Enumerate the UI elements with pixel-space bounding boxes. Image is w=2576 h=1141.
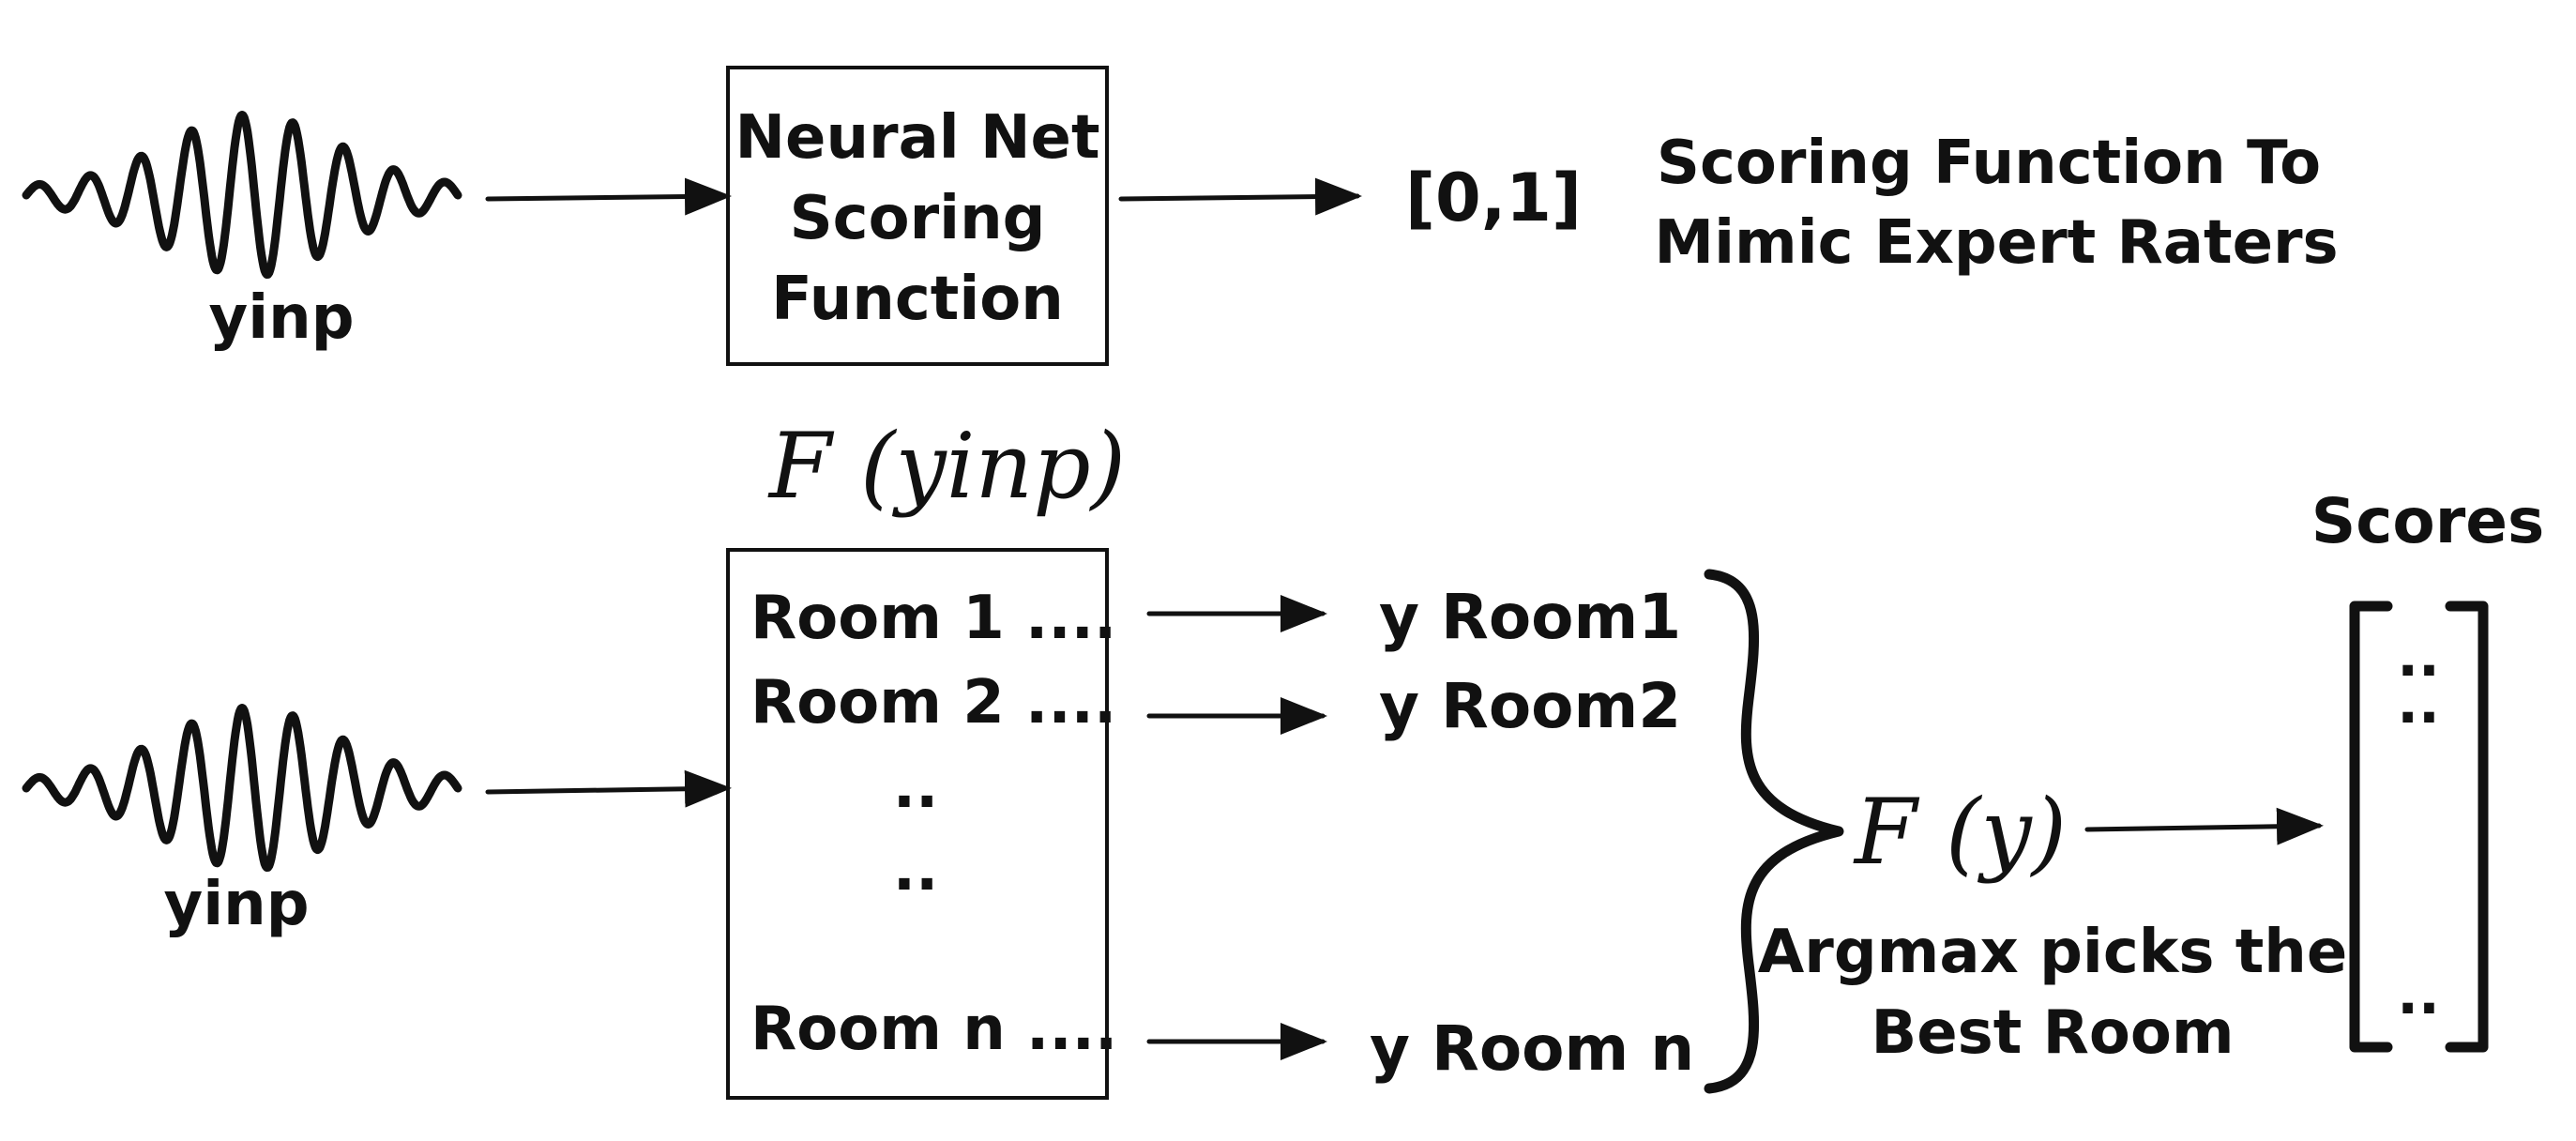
function-label-bottom: F (y) (1853, 780, 2067, 885)
waveform-icon (22, 111, 462, 279)
rooms-box (726, 548, 1109, 1100)
score-dots-1: .. (2397, 624, 2440, 690)
bottom-input-label: yinp (163, 870, 309, 939)
neural-net-box-line-2: Scoring (790, 184, 1046, 253)
room-1-label: Room 1 .... (750, 584, 1116, 653)
caption-line-1: Scoring Function To (1657, 129, 2321, 198)
output-room-1: y Room1 (1379, 581, 1681, 653)
square-bracket-left (2349, 601, 2393, 1053)
output-range: [0,1] (1405, 160, 1582, 236)
arrow-right-icon (2084, 807, 2324, 845)
arrow-right-icon (485, 177, 732, 216)
arrow-right-icon (1118, 177, 1362, 216)
right-curly-brace (1704, 569, 1844, 1094)
box-dots-1: .. (893, 753, 939, 822)
neural-net-box-line-3: Function (771, 265, 1064, 334)
room-2-label: Room 2 .... (750, 668, 1116, 738)
caption-line-2: Mimic Expert Raters (1654, 208, 2338, 278)
room-n-label: Room n .... (750, 995, 1117, 1064)
score-dots-3: .. (2397, 962, 2440, 1027)
neural-net-box-line-1: Neural Net (735, 103, 1099, 173)
argmax-line-1: Argmax picks the (1758, 918, 2348, 987)
waveform-icon (22, 704, 462, 872)
neural-net-box (726, 66, 1109, 366)
argmax-line-2: Best Room (1871, 998, 2234, 1068)
top-input-label: yinp (208, 283, 354, 353)
square-bracket-right (2445, 601, 2489, 1053)
score-dots-2: .. (2397, 671, 2440, 737)
scores-title: Scores (2311, 485, 2545, 557)
function-label-top: F (yinp) (767, 414, 1126, 519)
output-room-2: y Room2 (1379, 670, 1681, 742)
arrow-right-icon (485, 769, 732, 808)
box-dots-2: .. (893, 835, 939, 905)
output-room-n: y Room n (1370, 1012, 1694, 1085)
